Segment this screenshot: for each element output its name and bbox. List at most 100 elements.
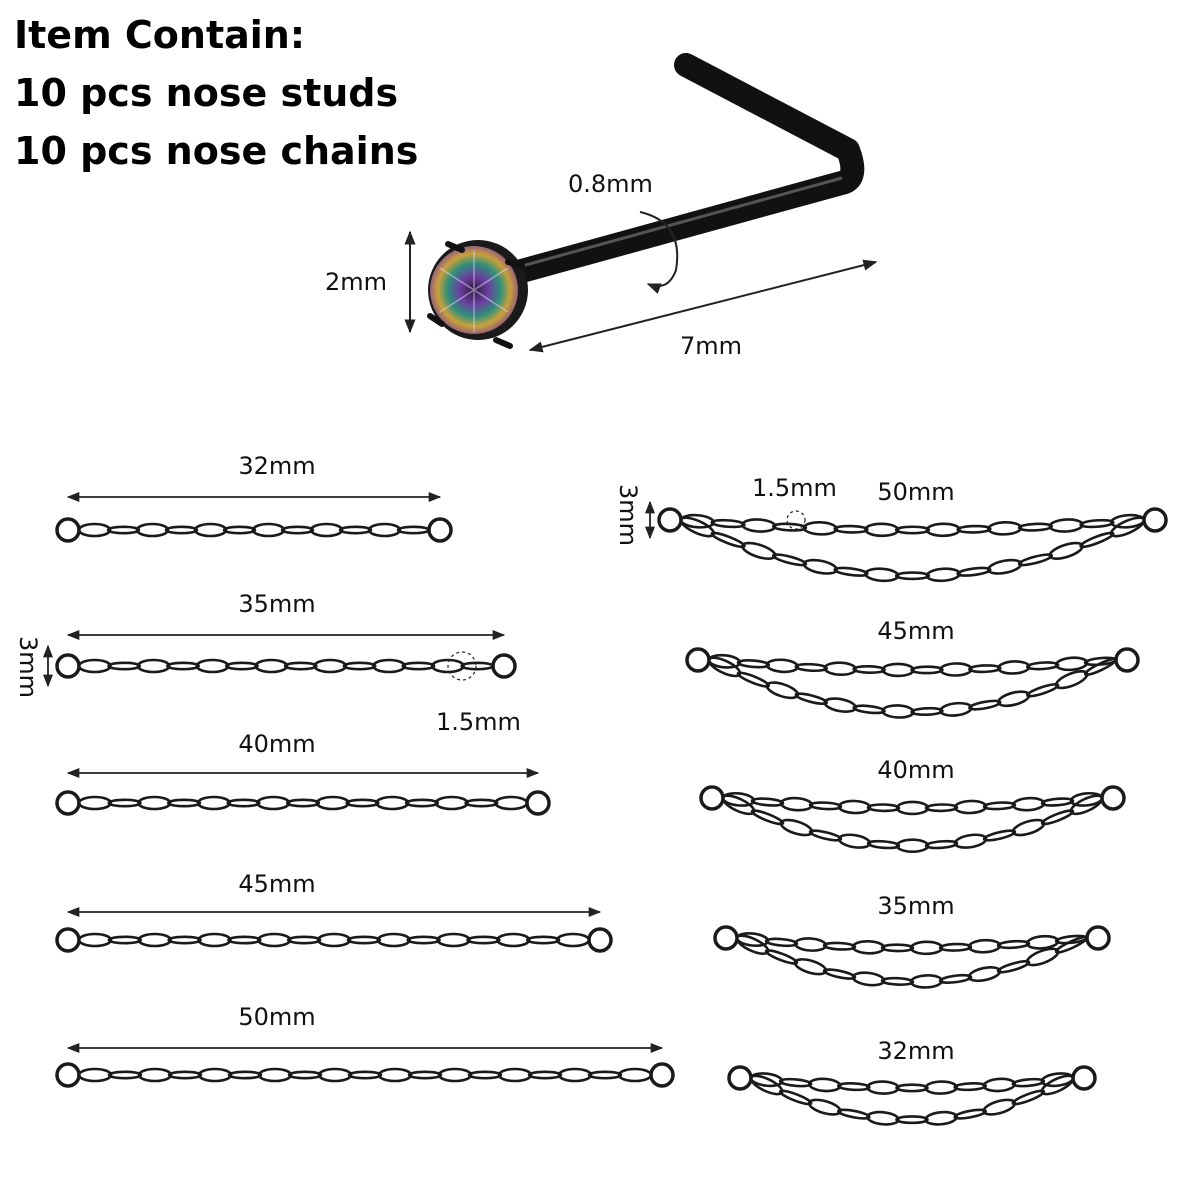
chain-link: [587, 1070, 623, 1080]
double-chain: [699, 785, 1126, 854]
product-header: Item Contain: 10 pcs nose studs 10 pcs n…: [14, 6, 418, 180]
chain-link: [434, 795, 469, 811]
chain-link: [407, 1070, 443, 1080]
chain-link-upper: [808, 801, 843, 811]
gem-facets: [439, 250, 509, 332]
chain-link-lower: [910, 706, 944, 717]
chain-link: [197, 1067, 233, 1083]
chain-link: [557, 1067, 593, 1083]
chain-link-lower: [953, 833, 988, 849]
chain-link: [464, 798, 499, 808]
single-chain-ring-height-label: 3mm: [14, 636, 42, 699]
chain-link-lower: [778, 1089, 813, 1106]
chain-link-lower: [1025, 683, 1060, 698]
chain-link-upper: [793, 937, 828, 952]
chain-link-lower: [880, 976, 915, 986]
chain-link: [283, 661, 318, 671]
jump-ring-left: [713, 925, 739, 951]
chain-link: [376, 932, 412, 948]
chain-link-lower: [864, 567, 900, 583]
jump-ring-left: [657, 507, 683, 533]
chain-link-upper: [866, 803, 901, 813]
chain-link-lower: [938, 973, 973, 984]
chain-link-upper: [1040, 797, 1075, 807]
single-chain: [55, 927, 613, 953]
chain-link-lower: [939, 701, 973, 717]
jump-ring-left: [55, 517, 81, 543]
chain-link-upper: [953, 799, 988, 815]
double-chain: [685, 647, 1140, 719]
chain-link: [313, 658, 348, 674]
chain-link-upper: [924, 1080, 958, 1095]
chain-link-lower: [794, 692, 828, 706]
chain-link-lower: [866, 1110, 900, 1126]
chain-link-lower: [837, 833, 872, 849]
chain-link: [135, 522, 170, 538]
chain-link-lower: [924, 839, 959, 850]
chain-link: [251, 522, 286, 538]
chain-link-lower: [909, 974, 944, 989]
chain-link-lower: [956, 566, 992, 577]
header-nose-chains-count: 10 pcs nose chains: [14, 129, 419, 173]
jump-ring-left: [55, 1062, 81, 1088]
jump-ring-left: [55, 790, 81, 816]
chain-link-lower: [833, 566, 869, 577]
jump-ring-right: [1085, 925, 1111, 951]
chain-link: [346, 935, 382, 945]
chain-link-upper: [710, 518, 746, 529]
chain-link-upper: [996, 660, 1031, 675]
double-chain-ring-diameter-label: 1.5mm: [752, 474, 837, 502]
chain-link-upper: [851, 939, 886, 955]
chain-link-upper: [741, 518, 777, 533]
chain-link: [309, 522, 344, 538]
chain-link: [77, 658, 112, 674]
chain-link: [285, 798, 321, 808]
chain-link-upper: [967, 938, 1002, 954]
chain-link: [287, 1070, 323, 1080]
chain-link-upper: [736, 659, 771, 669]
double-chain-40-label: 40mm: [877, 756, 955, 784]
chain-link: [137, 1067, 173, 1083]
chain-link-lower: [894, 571, 931, 581]
chain-link-lower: [736, 671, 771, 688]
chain-link: [437, 1067, 473, 1083]
chain-link-upper: [823, 661, 857, 676]
chain-link: [137, 795, 172, 811]
jump-ring-right: [427, 517, 453, 543]
chain-link-upper: [968, 664, 1002, 674]
double-chain-32-label: 32mm: [877, 1037, 955, 1065]
chain-link-upper: [765, 658, 800, 674]
chain-link: [347, 1070, 383, 1080]
chain-link-lower: [967, 966, 1002, 983]
chain-link: [77, 932, 113, 948]
jump-ring-left: [699, 785, 725, 811]
chain-link-upper: [895, 1083, 929, 1093]
chain-link: [527, 1070, 563, 1080]
chain-link-upper: [852, 664, 886, 675]
chain-link: [193, 522, 228, 538]
chain-link: [496, 932, 531, 948]
chain-link-upper: [924, 803, 959, 813]
chain-link: [226, 798, 261, 808]
chain-link: [77, 795, 113, 811]
single-chain-50-label: 50mm: [238, 1003, 316, 1031]
chain-link-upper: [836, 1082, 871, 1092]
chain-link-upper: [909, 940, 944, 956]
chain-link-lower: [1079, 531, 1115, 549]
chain-link: [497, 1067, 533, 1083]
chain-link-upper: [982, 801, 1017, 811]
chain-link-lower: [808, 829, 843, 842]
chain-link-lower: [771, 553, 808, 567]
chain-link: [227, 935, 262, 945]
double-chain-35-label: 35mm: [877, 892, 955, 920]
chain-link: [196, 795, 231, 811]
chain-link: [375, 795, 410, 811]
chain-link-upper: [1025, 934, 1060, 950]
wire-diameter-arrow: [639, 211, 679, 294]
chain-link: [197, 932, 232, 948]
chain-link-upper: [807, 1077, 842, 1093]
jump-ring-right: [1071, 1065, 1097, 1091]
chain-link-upper: [956, 524, 992, 534]
chain-link: [404, 798, 440, 808]
